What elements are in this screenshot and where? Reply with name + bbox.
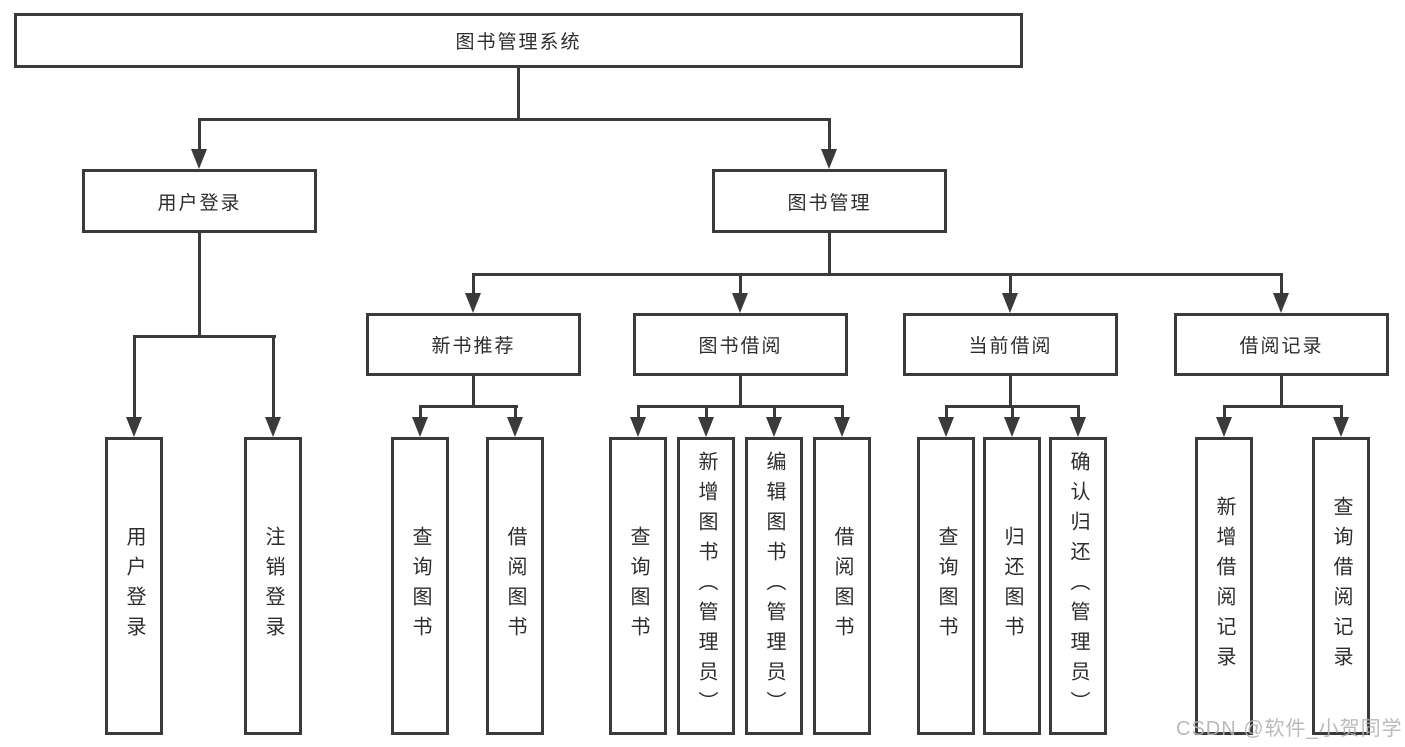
connector-leaf-drop: [637, 405, 640, 421]
node-book-management: 图书管理: [712, 169, 947, 233]
arrow-down-icon: [265, 417, 281, 437]
arrow-down-icon: [191, 149, 207, 169]
connector-level3-drop: [1009, 273, 1012, 297]
connector-leaf-drop: [705, 405, 708, 421]
leaf-newbook-query-books: 查询图书: [391, 437, 449, 735]
leaf-borrow-borrow-books: 借阅图书: [813, 437, 871, 735]
connector-book-mgmt-drop: [828, 118, 831, 152]
leaf-newbook-borrow-books: 借阅图书: [486, 437, 544, 735]
arrow-down-icon: [1216, 417, 1232, 437]
connector-leaf-drop: [945, 405, 948, 421]
arrow-down-icon: [1070, 417, 1086, 437]
leaf-borrow-edit-books-admin: 编辑图书（管理员）: [745, 437, 803, 735]
arrow-down-icon: [821, 149, 837, 169]
connector-level3-drop: [1280, 273, 1283, 297]
csdn-watermark: CSDN @软件_小贺同学: [1176, 718, 1403, 740]
arrow-down-icon: [1004, 417, 1020, 437]
arrow-down-icon: [1273, 293, 1289, 313]
leaf-record-query-borrow-record: 查询借阅记录: [1312, 437, 1370, 735]
connector-leaf-drop: [1077, 405, 1080, 421]
arrow-down-icon: [1333, 417, 1349, 437]
connector-newbook-stub: [472, 376, 475, 407]
connector-leaf-drop: [514, 405, 517, 421]
arrow-down-icon: [834, 417, 850, 437]
connector-leaf-drop: [419, 405, 422, 421]
node-root-library-system: 图书管理系统: [14, 13, 1023, 68]
arrow-down-icon: [465, 293, 481, 313]
connector-level2-split: [198, 118, 831, 121]
connector-leaf-drop: [1011, 405, 1014, 421]
connector-leaf-drop: [773, 405, 776, 421]
connector-record-stub: [1280, 376, 1283, 407]
leaf-current-query-books: 查询图书: [917, 437, 975, 735]
connector-borrow-stub: [739, 376, 742, 407]
node-new-book-recommend: 新书推荐: [366, 313, 581, 376]
arrow-down-icon: [1002, 293, 1018, 313]
leaf-record-add-borrow-record: 新增借阅记录: [1195, 437, 1253, 735]
node-current-borrow: 当前借阅: [903, 313, 1118, 376]
connector-record-split: [1223, 405, 1343, 408]
arrow-down-icon: [938, 417, 954, 437]
connector-level3-drop: [472, 273, 475, 297]
arrow-down-icon: [766, 417, 782, 437]
connector-user-login-stub: [198, 233, 201, 337]
arrow-down-icon: [630, 417, 646, 437]
connector-leaf-drop: [133, 335, 136, 419]
arrow-down-icon: [126, 417, 142, 437]
connector-current-stub: [1009, 376, 1012, 407]
leaf-logout: 注销登录: [244, 437, 302, 735]
arrow-down-icon: [412, 417, 428, 437]
node-borrow-record: 借阅记录: [1174, 313, 1389, 376]
connector-newbook-split: [419, 405, 518, 408]
node-user-login: 用户登录: [82, 169, 317, 233]
connector-leaf-drop: [841, 405, 844, 421]
leaf-user-login: 用户登录: [105, 437, 163, 735]
connector-user-login-split: [133, 335, 276, 338]
connector-level3-drop: [739, 273, 742, 297]
leaf-current-confirm-return-admin: 确认归还（管理员）: [1049, 437, 1107, 735]
arrow-down-icon: [732, 293, 748, 313]
leaf-current-return-books: 归还图书: [983, 437, 1041, 735]
connector-user-login-drop: [198, 118, 201, 152]
connector-leaf-drop: [1223, 405, 1226, 421]
leaf-borrow-add-books-admin: 新增图书（管理员）: [677, 437, 735, 735]
connector-level3-split: [472, 273, 1283, 276]
connector-leaf-drop: [1340, 405, 1343, 421]
connector-leaf-drop: [272, 335, 275, 419]
arrow-down-icon: [507, 417, 523, 437]
node-book-borrow: 图书借阅: [633, 313, 848, 376]
connector-borrow-split: [637, 405, 844, 408]
arrow-down-icon: [698, 417, 714, 437]
connector-root-stub: [517, 68, 520, 120]
leaf-borrow-query-books: 查询图书: [609, 437, 667, 735]
connector-book-mgmt-stub: [828, 233, 831, 275]
